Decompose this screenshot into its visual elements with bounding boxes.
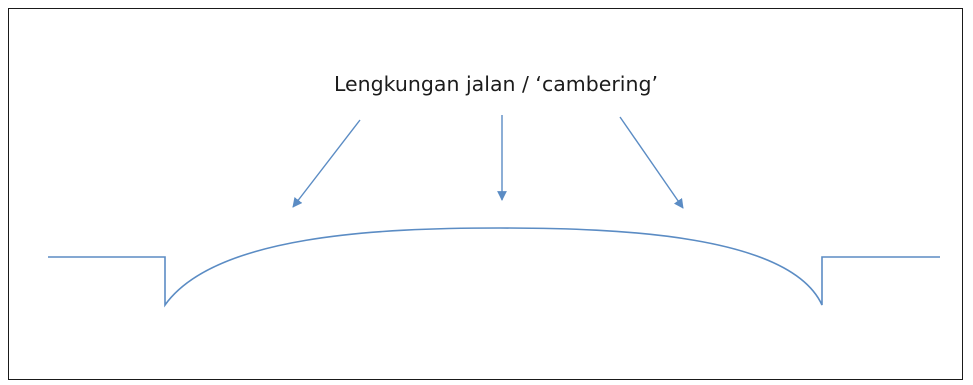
arrow-right <box>619 116 684 209</box>
road-profile-line <box>48 227 940 308</box>
diagram-caption: Lengkungan jalan / ‘cambering’ <box>334 72 659 96</box>
diagram-frame <box>8 8 963 380</box>
arrow-left <box>292 119 361 208</box>
